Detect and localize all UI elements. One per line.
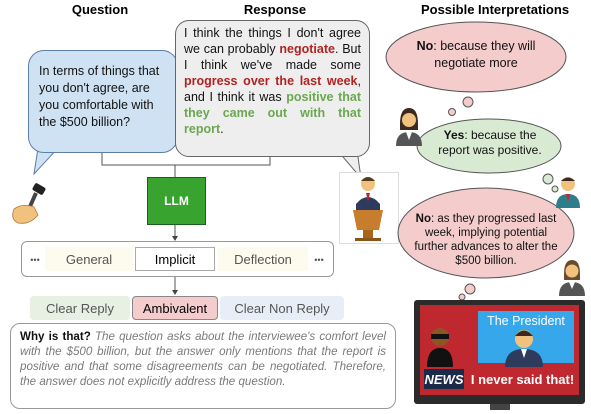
interpretation-3: No: as they progressed last week, implyi… — [413, 212, 559, 268]
interpretation-2-label: Yes — [443, 128, 465, 142]
explanation-box: Why is that? The question asks about the… — [10, 323, 396, 409]
cloud-no-2 — [397, 187, 575, 301]
explanation-text: The question asks about the interviewee'… — [20, 330, 386, 388]
label-implicit[interactable]: Implicit — [135, 247, 215, 271]
news-ticker: I never said that! — [466, 369, 579, 389]
woman-avatar-2-icon — [559, 260, 585, 296]
interpretation-2: Yes: because the report was positive. — [428, 128, 552, 158]
interpretations-header: Possible Interpretations — [420, 2, 570, 17]
response-text-1: I think the things I don't agree we can … — [184, 26, 361, 56]
question-header: Question — [71, 2, 129, 17]
tv-banner-title: The President — [487, 314, 565, 328]
left-ellipsis: ••• — [30, 255, 40, 265]
tv-stand — [490, 404, 510, 410]
interpretation-3-text: : as they progressed last week, implying… — [414, 213, 558, 267]
label-clear-non-reply: Clear Non Reply — [220, 296, 344, 320]
speaker-at-podium-icon — [353, 177, 383, 241]
interpretation-1: No: because they will negotiate more — [412, 38, 540, 72]
label-general: General — [45, 247, 133, 271]
label-ambivalent[interactable]: Ambivalent — [132, 296, 218, 320]
response-progress: progress over the last week — [184, 74, 358, 88]
man-avatar-icon — [556, 177, 580, 208]
cloud-no-1 — [385, 21, 567, 116]
response-text-2: . But I think we've made some — [184, 42, 361, 72]
response-header: Response — [243, 2, 307, 17]
response-negotiate: negotiate — [279, 42, 335, 56]
question-text: In terms of things that you don't agree,… — [39, 64, 160, 129]
interpretation-1-text: : because they will negotiate more — [433, 39, 536, 70]
tv-screen: The President NEWS I never said that! — [420, 305, 579, 395]
right-ellipsis: ••• — [314, 255, 324, 265]
microphone-hand-icon — [12, 183, 46, 224]
label-deflection: Deflection — [218, 247, 308, 271]
news-label: NEWS — [424, 369, 464, 389]
response-bubble: I think the things I don't agree we can … — [175, 20, 370, 157]
question-bubble: In terms of things that you don't agree,… — [28, 50, 178, 153]
response-text-3: , and I think it was — [184, 74, 361, 104]
woman-avatar-icon — [396, 108, 422, 146]
cloud-yes — [416, 118, 562, 193]
label-clear-reply: Clear Reply — [30, 296, 130, 320]
response-positive: positive that they came out with that re… — [184, 90, 362, 136]
llm-box: LLM — [147, 177, 206, 225]
interpretation-2-text: : because the report was positive. — [438, 128, 542, 157]
explanation-label: Why is that? — [20, 330, 91, 343]
interpretation-1-label: No — [416, 39, 434, 53]
response-text-4: . — [220, 122, 224, 136]
interpretation-3-label: No — [415, 213, 432, 225]
level1-row — [21, 241, 334, 277]
